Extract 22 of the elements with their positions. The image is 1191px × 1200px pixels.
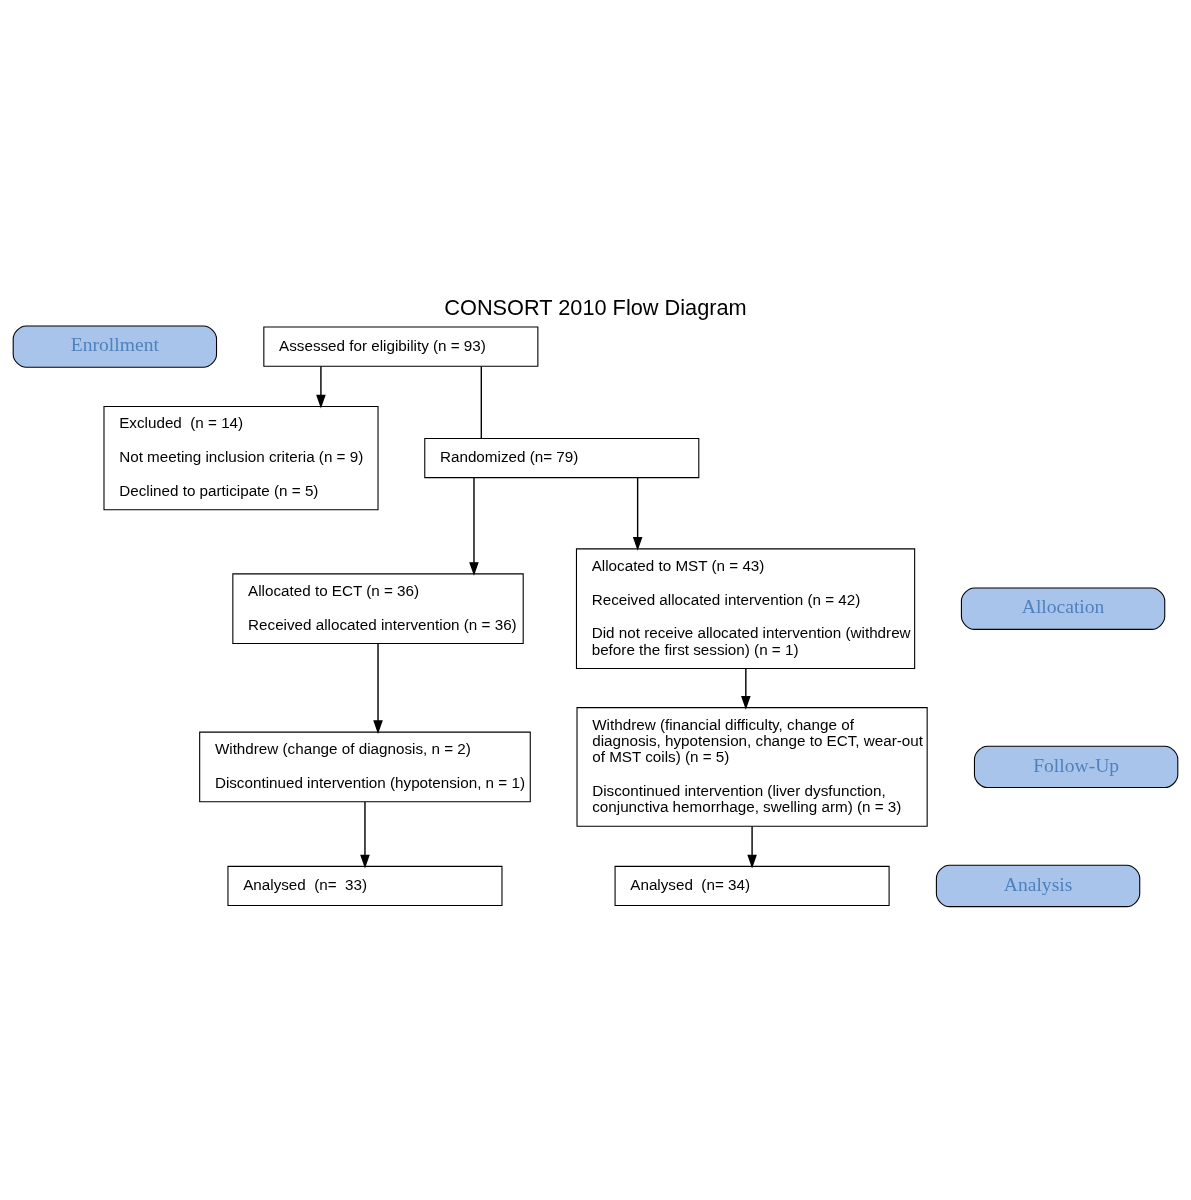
node-box: Excluded (n = 14) Not meeting inclusion criteria (n = 9) Declined to participate (n = 5) [103, 405, 379, 511]
node-box: Analysed (n= 33) [227, 865, 503, 907]
node-box: Follow-Up [973, 745, 1179, 789]
arrow [360, 801, 370, 869]
arrow [747, 825, 757, 869]
node-box: Allocated to MST (n = 43) Received allocated intervention (n = 42) Did not receive allocated intervention (withdrew before the first session) (n = 1) [575, 548, 916, 670]
arrow [469, 477, 479, 576]
arrow [373, 643, 383, 735]
node-box: Withdrew (financial difficulty, change of diagnosis, hypotension, change to ECT, wear-out of MST coils) (n = 5) Discontinued intervention (liver dysfunction, conjunctiva hemorrhage, swelling arm) (n = 3) [576, 707, 928, 827]
arrow [741, 667, 751, 710]
node-box: Allocation [960, 587, 1166, 630]
node-box: Withdrew (change of diagnosis, n = 2) Discontinued intervention (hypotension, n = 1) [199, 731, 531, 803]
arrow [632, 477, 643, 551]
node-box: Allocated to ECT (n = 36) Received allocated intervention (n = 36) [232, 573, 524, 645]
connector [480, 365, 483, 440]
node-box: Randomized (n= 79) [424, 437, 700, 479]
arrow [316, 365, 326, 409]
diagram-title: CONSORT 2010 Flow Diagram [444, 295, 747, 321]
node-box: Assessed for eligibility (n = 93) [263, 326, 539, 367]
node-box: Analysis [935, 864, 1141, 908]
node-box: Enrollment [12, 325, 218, 368]
node-box: Analysed (n= 34) [614, 865, 890, 907]
